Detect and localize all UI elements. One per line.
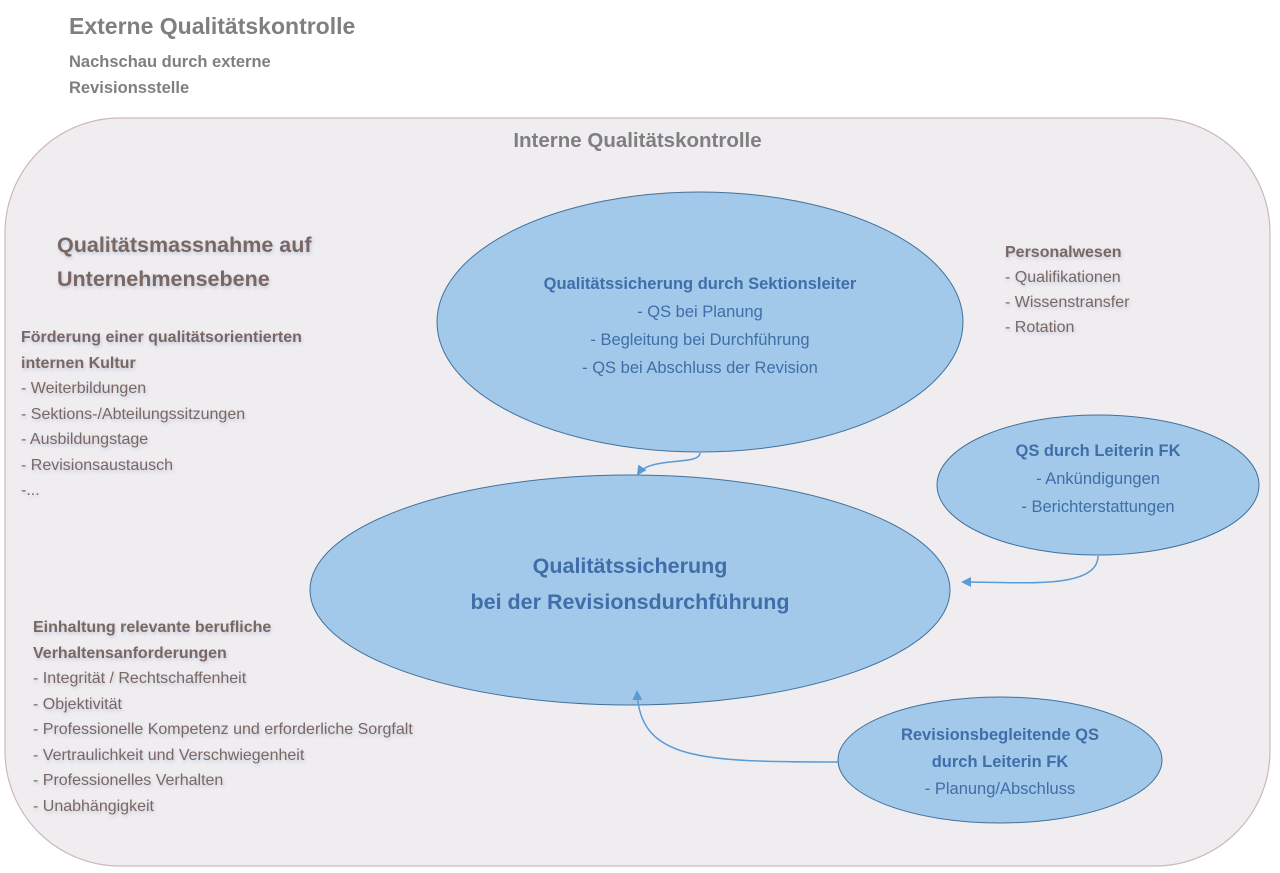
node-title: bei der Revisionsdurchführung [470, 590, 790, 614]
node-title: durch Leiterin FK [931, 753, 1069, 771]
internal-title: Interne Qualitätskontrolle [513, 129, 762, 152]
arrow-accompanying-to-main [632, 690, 839, 763]
head-fk-text: QS durch Leiterin FK - Ankündigungen - B… [937, 437, 1259, 521]
personnel-block: Personalwesen - Qualifikationen - Wissen… [1005, 240, 1129, 340]
arrow-section-to-main [636, 452, 701, 476]
conduct-item: - Professionelles Verhalten [33, 772, 224, 789]
heading-line: Unternehmensebene [57, 267, 270, 291]
personnel-item: - Wissenstransfer [1005, 294, 1130, 311]
personnel-item: - Qualifikationen [1005, 269, 1121, 286]
external-line: Revisionsstelle [69, 79, 190, 97]
culture-item: - Ausbildungstage [21, 431, 149, 448]
conduct-block: Einhaltung relevante berufliche Verhalte… [33, 615, 413, 819]
conduct-item: - Professionelle Kompetenz und erforderl… [33, 721, 413, 738]
culture-item: - Weiterbildungen [21, 380, 147, 397]
conduct-item: - Integrität / Rechtschaffenheit [33, 670, 247, 687]
node-title: Qualitätssicherung durch Sektionsleiter [543, 275, 857, 293]
arrow-headfk-to-main [961, 555, 1099, 588]
heading-line: Qualitätsmassnahme auf [57, 233, 312, 257]
node-title: QS durch Leiterin FK [1015, 442, 1181, 460]
culture-item: -... [21, 482, 40, 499]
external-title: Externe Qualitätskontrolle [69, 13, 356, 39]
conduct-item: - Objektivität [33, 695, 122, 713]
personnel-heading: Personalwesen [1005, 244, 1122, 261]
section-lead-ellipse [436, 191, 964, 453]
accompanying-ellipse [837, 696, 1163, 824]
head-fk-ellipse [936, 414, 1260, 556]
conduct-heading: Einhaltung relevante berufliche [33, 619, 272, 636]
node-title: Revisionsbegleitende QS [900, 726, 1100, 744]
company-level-heading: Qualitätsmassnahme auf Unternehmensebene [57, 228, 312, 296]
accompanying-text: Revisionsbegleitende QS durch Leiterin F… [838, 722, 1162, 803]
node-title: Qualitätssicherung [532, 554, 728, 578]
culture-item: - Sektions-/Abteilungssitzungen [21, 405, 246, 423]
external-line: Nachschau durch externe [69, 53, 271, 71]
conduct-heading: Verhaltensanforderungen [33, 644, 227, 662]
node-item: - Berichterstattungen [1021, 498, 1175, 516]
node-item: - QS bei Planung [637, 303, 763, 321]
conduct-item: - Unabhängigkeit [33, 797, 154, 815]
node-item: - Begleitung bei Durchführung [590, 331, 810, 349]
culture-heading: internen Kultur [21, 354, 136, 372]
conduct-item: - Vertraulichkeit und Verschwiegenheit [33, 746, 305, 764]
node-item: - QS bei Abschluss der Revision [582, 359, 818, 377]
external-description: Nachschau durch externe Revisionsstelle [69, 49, 271, 101]
node-item: - Ankündigungen [1036, 470, 1160, 488]
culture-block: Förderung einer qualitätsorientierten in… [21, 325, 302, 504]
main-ellipse [309, 474, 951, 706]
main-text: Qualitätssicherung bei der Revisionsdurc… [310, 548, 950, 620]
personnel-item: - Rotation [1005, 319, 1075, 336]
section-lead-text: Qualitätssicherung durch Sektionsleiter … [437, 270, 963, 382]
node-item: - Planung/Abschluss [924, 780, 1076, 798]
culture-item: - Revisionsaustausch [21, 456, 174, 474]
culture-heading: Förderung einer qualitätsorientierten [21, 329, 302, 346]
